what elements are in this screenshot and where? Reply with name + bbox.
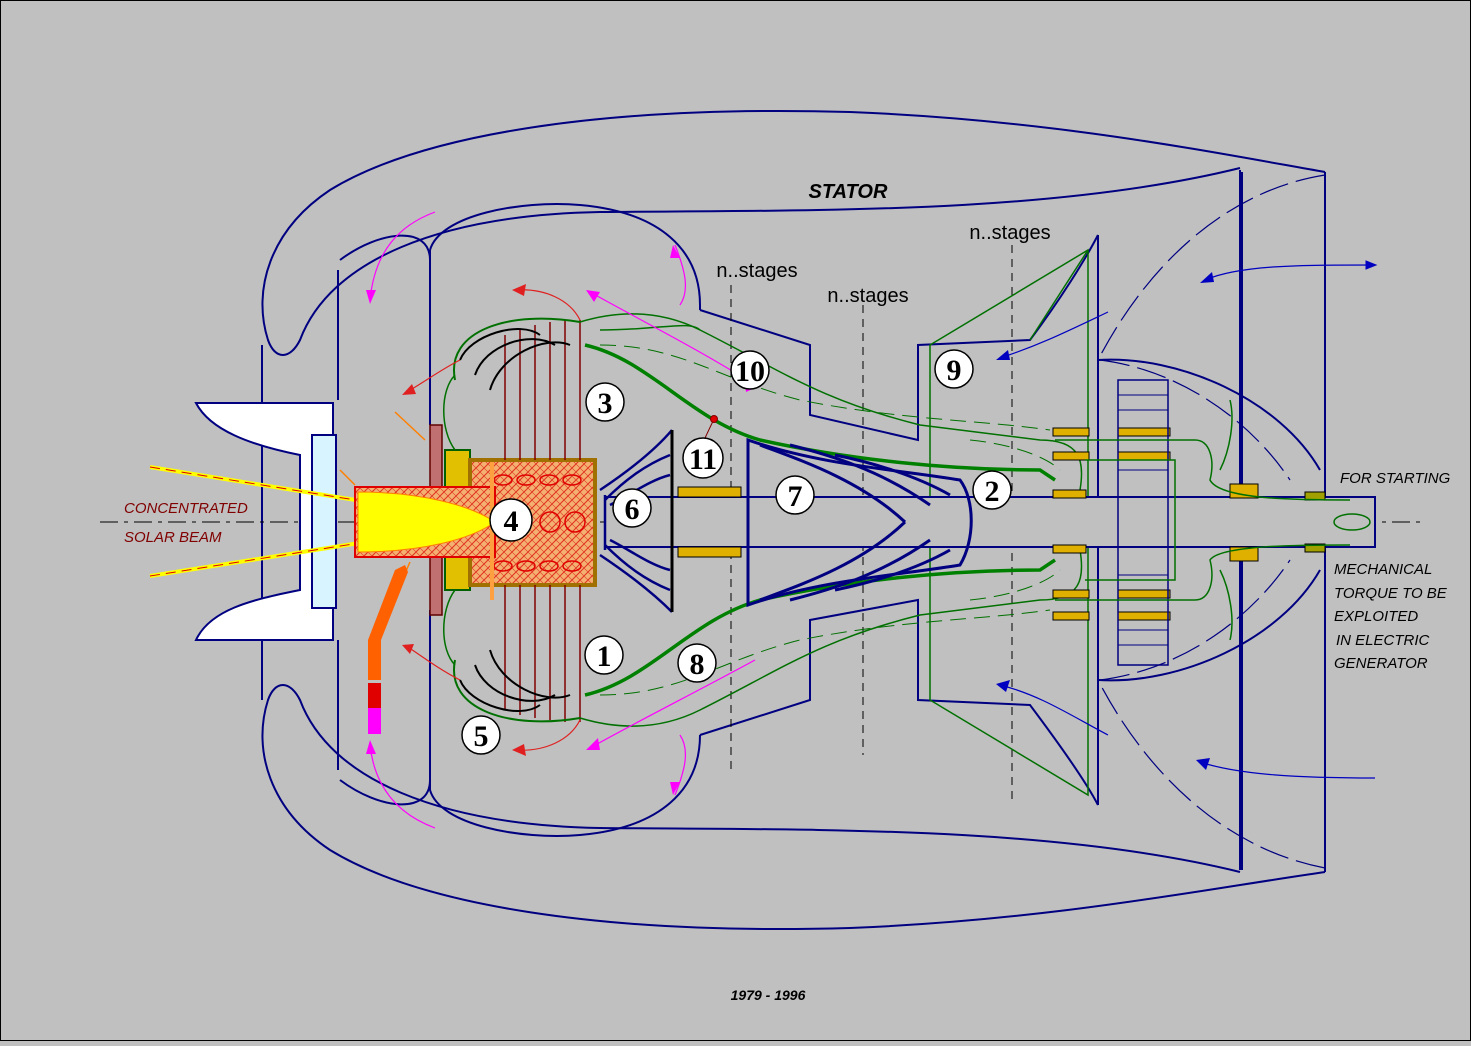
part-number-11: 11 (689, 443, 717, 476)
part-number-7: 7 (788, 480, 803, 513)
badge-10 (730, 350, 770, 390)
part-numbers: 1 2 3 4 5 6 7 8 9 10 11 (474, 354, 1000, 753)
solar-label-line2: SOLAR BEAM (124, 529, 222, 546)
green-duct-dashed (599, 344, 1061, 696)
badge-4 (489, 498, 533, 542)
part-number-8: 8 (690, 648, 705, 681)
tube-bends (452, 317, 581, 723)
magenta-arrowheads (366, 245, 755, 795)
stages-label-mid: n..stages (827, 285, 908, 307)
torque-label-line5: GENERATOR (1334, 655, 1428, 672)
dashed-casing-lines (1097, 174, 1326, 869)
stages-label-right: n..stages (969, 222, 1050, 244)
part-number-3: 3 (598, 387, 613, 420)
torque-label-line4: IN ELECTRIC (1336, 632, 1430, 649)
torque-label-line2: TORQUE TO BE (1334, 585, 1448, 602)
date-label: 1979 - 1996 (731, 987, 806, 1003)
torque-label-line1: MECHANICAL (1334, 561, 1432, 578)
solar-label-line1: CONCENTRATED (124, 500, 248, 517)
part-number-1: 1 (597, 640, 612, 673)
badge-5 (461, 715, 501, 755)
part-number-2: 2 (985, 475, 1000, 508)
turbine-rotor (746, 437, 973, 608)
for-starting-label: FOR STARTING (1340, 470, 1451, 487)
badge-1 (584, 635, 624, 675)
badge-11 (682, 437, 724, 479)
generator-rotor (1055, 379, 1371, 666)
badge-7 (775, 475, 815, 515)
red-arrowheads (402, 284, 526, 756)
stages-label-left: n..stages (716, 260, 797, 282)
heat-exchanger-tubes (504, 320, 581, 722)
probe-point (710, 415, 718, 423)
badge-9 (934, 349, 974, 389)
part-badges (461, 349, 1012, 755)
compressor-impeller (599, 429, 674, 613)
bearings (677, 427, 1326, 621)
badge-6 (612, 488, 652, 528)
part-number-6: 6 (625, 493, 640, 526)
part-number-4: 4 (504, 505, 519, 538)
generator-lines (1118, 394, 1168, 646)
igniter (368, 565, 408, 734)
blue-arrowheads (996, 272, 1214, 770)
badge-2 (972, 470, 1012, 510)
part-number-5: 5 (474, 720, 489, 753)
badge-3 (585, 382, 625, 422)
part-number-9: 9 (947, 354, 962, 387)
part-number-10: 10 (735, 355, 765, 388)
stator-label: STATOR (809, 181, 888, 203)
front-window (194, 402, 337, 641)
badge-8 (677, 643, 717, 683)
torque-label-line3: EXPLOITED (1334, 608, 1418, 625)
blue-arrows (999, 260, 1378, 779)
